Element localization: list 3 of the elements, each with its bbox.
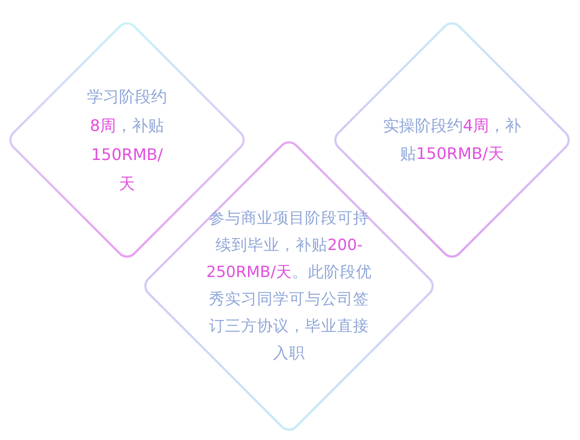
diamond-text: 参与商业项目阶段可持续到毕业，补贴200-250RMB/天。此阶段优秀实习同学可与公司签订三方协议，毕业直接入职 (205, 208, 373, 364)
diamond-text: 学习阶段约8周，补贴150RMB/天 (86, 86, 168, 195)
diamond-text: 实操阶段约4周，补贴150RMB/天 (382, 115, 522, 165)
